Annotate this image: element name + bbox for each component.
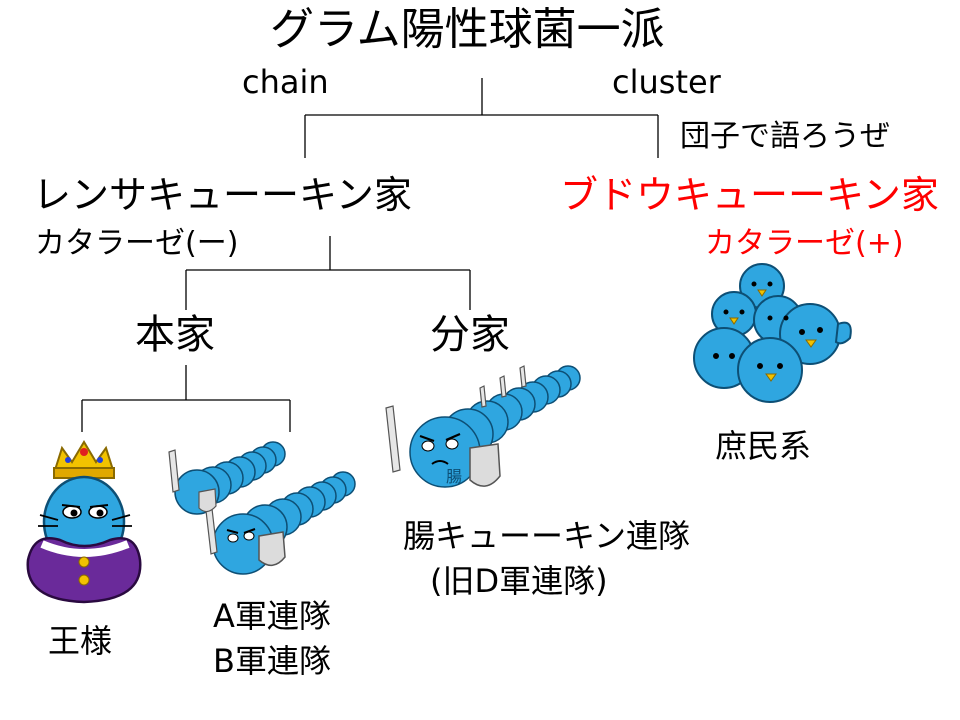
- ab-army-chain-image: [168, 441, 356, 575]
- branch-family-label: 分家: [430, 312, 510, 358]
- main-family-label: 本家: [135, 312, 215, 358]
- intestine-kanji-mark: 腸: [446, 467, 462, 486]
- cluster-label: cluster: [612, 63, 721, 101]
- page-title: グラム陽性球菌一派: [270, 4, 665, 55]
- former-d-army-label: (旧D軍連隊): [430, 562, 608, 600]
- army-b-label: B軍連隊: [213, 642, 331, 680]
- commoners-label: 庶民系: [715, 427, 812, 465]
- crown-icon: [53, 440, 115, 479]
- cluster-note: 団子で語ろうぜ: [680, 119, 890, 154]
- staph-cluster-image: [693, 263, 852, 403]
- staph-catalase-label: カタラーゼ(+): [705, 226, 904, 261]
- army-a-label: A軍連隊: [213, 597, 331, 635]
- streptococcus-family-label: レンサキューーキン家: [33, 173, 412, 217]
- enterococcus-label: 腸キューーキン連隊: [403, 517, 691, 555]
- king-label: 王様: [48, 622, 113, 660]
- strep-catalase-label: カタラーゼ(ー): [35, 226, 239, 261]
- chain-label: chain: [242, 63, 329, 101]
- enterococcus-chain-image: 腸: [385, 365, 581, 488]
- staphylococcus-family-label: ブドウキューーキン家: [560, 173, 939, 217]
- king-character-image: [26, 440, 142, 604]
